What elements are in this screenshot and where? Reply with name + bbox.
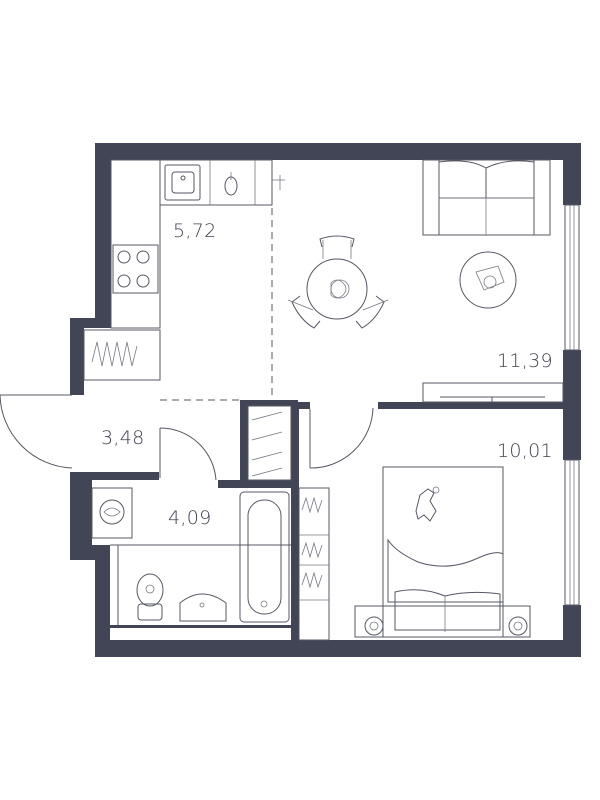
interior-walls [84,400,563,640]
sink-icon [164,164,201,201]
wardrobe [298,487,330,641]
dining-chair [319,235,355,259]
nightstand-lamp-icon [508,616,528,636]
washbasin [179,593,227,622]
nightstand-lamp-icon [364,616,384,636]
utility-closet [247,405,292,481]
bathroom-door [159,427,217,481]
dining-chair [355,295,389,329]
hall-wardrobe [83,329,161,381]
living-room-area-label: 11,39 [497,350,553,372]
bed [354,466,531,638]
bedroom-door [309,407,374,469]
cooktop-icon [112,244,159,294]
toilet [136,573,164,621]
bedroom-area-label: 10,01 [497,440,553,462]
hallway-area-label: 3,48 [101,427,145,449]
washing-machine [91,487,133,539]
sofa [422,159,551,236]
kitchen-area-label: 5,72 [173,220,217,242]
entrance-door [0,394,73,469]
dining-table [306,258,368,320]
tv-stand [422,382,564,403]
fridge-icon [272,175,285,190]
windows [564,204,580,606]
bathtub [239,491,290,623]
kitchen-counter [110,159,273,329]
dining-chair [287,295,321,329]
bathroom-area-label: 4,09 [168,507,212,529]
coffee-table [459,251,517,309]
dishwasher-icon [224,172,238,196]
outer-walls [70,143,581,657]
